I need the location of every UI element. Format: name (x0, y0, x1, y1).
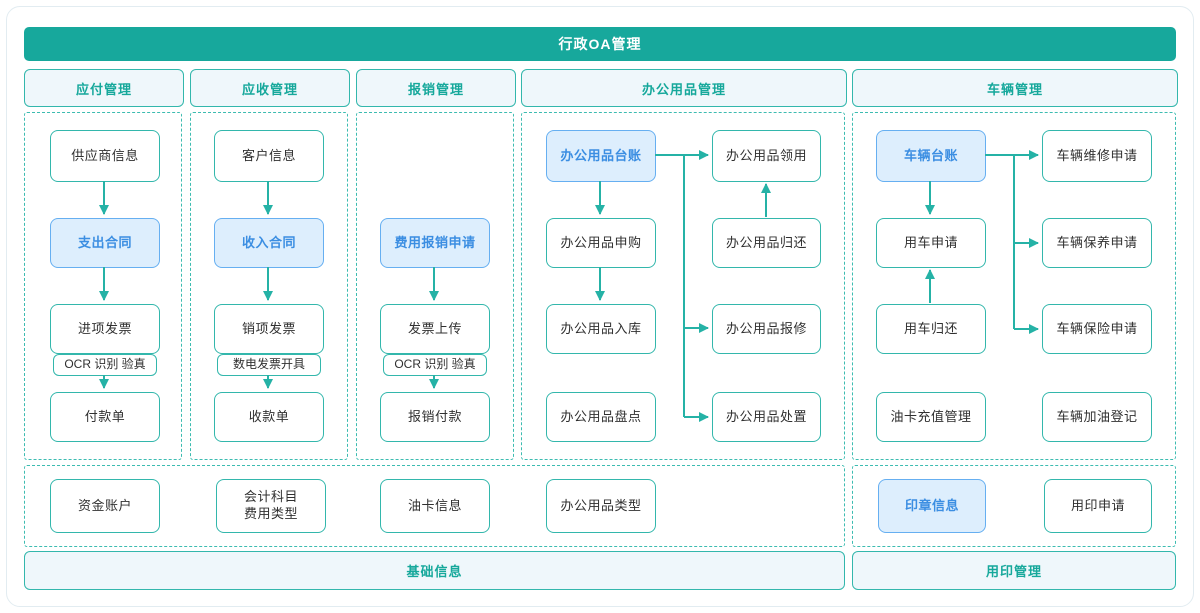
node-output-invoice-label: 销项发票 (241, 320, 296, 336)
node-office-supply-type: 办公用品类型 (546, 479, 656, 533)
node-input-invoice: 进项发票 (50, 304, 160, 354)
node-payment-slip: 付款单 (50, 392, 160, 442)
node-income-contract: 收入合同 (214, 218, 324, 268)
node-vehicle-repair-request-label: 车辆维修申请 (1056, 147, 1138, 163)
node-office-repair: 办公用品报修 (712, 304, 821, 354)
node-reimburse-payment: 报销付款 (380, 392, 490, 442)
node-receipt-slip: 收款单 (214, 392, 324, 442)
node-invoice-upload-label: 发票上传 (407, 320, 462, 336)
node-seal-use-request: 用印申请 (1044, 479, 1152, 533)
node-vehicle-repair-request: 车辆维修申请 (1042, 130, 1152, 182)
header-receivable: 应收管理 (190, 69, 350, 107)
node-expense-contract-label: 支出合同 (77, 234, 132, 250)
node-vehicle-ledger-label: 车辆台账 (903, 147, 958, 163)
node-office-dispose-label: 办公用品处置 (725, 408, 807, 424)
node-seal-info: 印章信息 (878, 479, 986, 533)
node-office-inbound-label: 办公用品入库 (560, 320, 642, 336)
node-expense-contract: 支出合同 (50, 218, 160, 268)
node-ocr-verify-payable-label: OCR 识别 验真 (64, 357, 146, 372)
node-office-return: 办公用品归还 (712, 218, 821, 268)
group-payable (24, 112, 182, 460)
node-seal-info-label: 印章信息 (904, 497, 959, 513)
node-office-stocktake: 办公用品盘点 (546, 392, 656, 442)
node-vehicle-insurance-request-label: 车辆保险申请 (1056, 320, 1138, 336)
header-vehicle: 车辆管理 (852, 69, 1178, 107)
node-vehicle-use-request: 用车申请 (876, 218, 986, 268)
node-supplier-info-label: 供应商信息 (71, 147, 139, 163)
node-supplier-info: 供应商信息 (50, 130, 160, 182)
node-vehicle-fuel-log: 车辆加油登记 (1042, 392, 1152, 442)
node-ocr-verify-reimburse: OCR 识别 验真 (383, 354, 487, 376)
footer-basic-info-label: 基础信息 (406, 564, 463, 579)
node-office-claim-label: 办公用品领用 (725, 147, 807, 163)
node-office-repair-label: 办公用品报修 (725, 320, 807, 336)
node-office-supply-type-label: 办公用品类型 (560, 497, 642, 513)
node-fund-account: 资金账户 (50, 479, 160, 533)
node-office-ledger-label: 办公用品台账 (560, 147, 642, 163)
node-seal-use-request-label: 用印申请 (1070, 497, 1125, 513)
node-vehicle-fuel-log-label: 车辆加油登记 (1056, 408, 1138, 424)
node-vehicle-use-return-label: 用车归还 (903, 320, 958, 336)
node-fund-account-label: 资金账户 (77, 497, 132, 513)
header-reimburse-label: 报销管理 (407, 81, 464, 97)
node-customer-info: 客户信息 (214, 130, 324, 182)
node-office-return-label: 办公用品归还 (725, 234, 807, 250)
footer-basic-info: 基础信息 (24, 551, 845, 590)
node-vehicle-ledger: 车辆台账 (876, 130, 986, 182)
node-customer-info-label: 客户信息 (241, 147, 296, 163)
node-vehicle-insurance-request: 车辆保险申请 (1042, 304, 1152, 354)
node-input-invoice-label: 进项发票 (77, 320, 132, 336)
node-office-ledger: 办公用品台账 (546, 130, 656, 182)
group-vehicle (852, 112, 1176, 460)
header-vehicle-label: 车辆管理 (986, 81, 1043, 97)
node-expense-type-label: 费用类型 (243, 506, 298, 521)
node-accounting-subject-label: 会计科目 (243, 489, 298, 505)
node-digital-invoice-issue: 数电发票开具 (217, 354, 321, 376)
node-vehicle-use-request-label: 用车申请 (903, 234, 958, 250)
node-ocr-verify-payable: OCR 识别 验真 (53, 354, 157, 376)
node-office-dispose: 办公用品处置 (712, 392, 821, 442)
banner-title: 行政OA管理 (558, 36, 642, 52)
header-office-supplies: 办公用品管理 (521, 69, 847, 107)
node-office-stocktake-label: 办公用品盘点 (560, 408, 642, 424)
node-payment-slip-label: 付款单 (84, 408, 126, 424)
node-office-inbound: 办公用品入库 (546, 304, 656, 354)
node-expense-reimburse-request-label: 费用报销申请 (394, 234, 476, 250)
footer-seal-mgmt-label: 用印管理 (985, 564, 1042, 579)
node-fuel-card-info-label: 油卡信息 (407, 497, 462, 513)
header-payable: 应付管理 (24, 69, 184, 107)
footer-seal-mgmt: 用印管理 (852, 551, 1176, 590)
group-seal-mgmt (852, 465, 1176, 547)
node-income-contract-label: 收入合同 (241, 234, 296, 250)
header-reimburse: 报销管理 (356, 69, 516, 107)
node-output-invoice: 销项发票 (214, 304, 324, 354)
node-fuel-card-recharge: 油卡充值管理 (876, 392, 986, 442)
node-ocr-verify-reimburse-label: OCR 识别 验真 (394, 357, 476, 372)
node-office-purchase: 办公用品申购 (546, 218, 656, 268)
node-office-purchase-label: 办公用品申购 (560, 234, 642, 250)
node-receipt-slip-label: 收款单 (248, 408, 290, 424)
node-accounting-subject-expense-type: 会计科目 费用类型 (216, 479, 326, 533)
node-fuel-card-recharge-label: 油卡充值管理 (890, 408, 972, 424)
node-invoice-upload: 发票上传 (380, 304, 490, 354)
node-office-claim: 办公用品领用 (712, 130, 821, 182)
node-fuel-card-info: 油卡信息 (380, 479, 490, 533)
banner-admin-oa: 行政OA管理 (24, 27, 1176, 61)
group-receivable (190, 112, 348, 460)
header-payable-label: 应付管理 (75, 81, 132, 97)
header-office-label: 办公用品管理 (641, 81, 726, 97)
group-reimburse (356, 112, 514, 460)
node-reimburse-payment-label: 报销付款 (407, 408, 462, 424)
node-vehicle-maintain-request-label: 车辆保养申请 (1056, 234, 1138, 250)
node-digital-invoice-issue-label: 数电发票开具 (232, 357, 305, 372)
group-office-supplies (521, 112, 845, 460)
header-receivable-label: 应收管理 (241, 81, 298, 97)
node-vehicle-maintain-request: 车辆保养申请 (1042, 218, 1152, 268)
group-basic-info (24, 465, 845, 547)
node-expense-reimburse-request: 费用报销申请 (380, 218, 490, 268)
node-vehicle-use-return: 用车归还 (876, 304, 986, 354)
